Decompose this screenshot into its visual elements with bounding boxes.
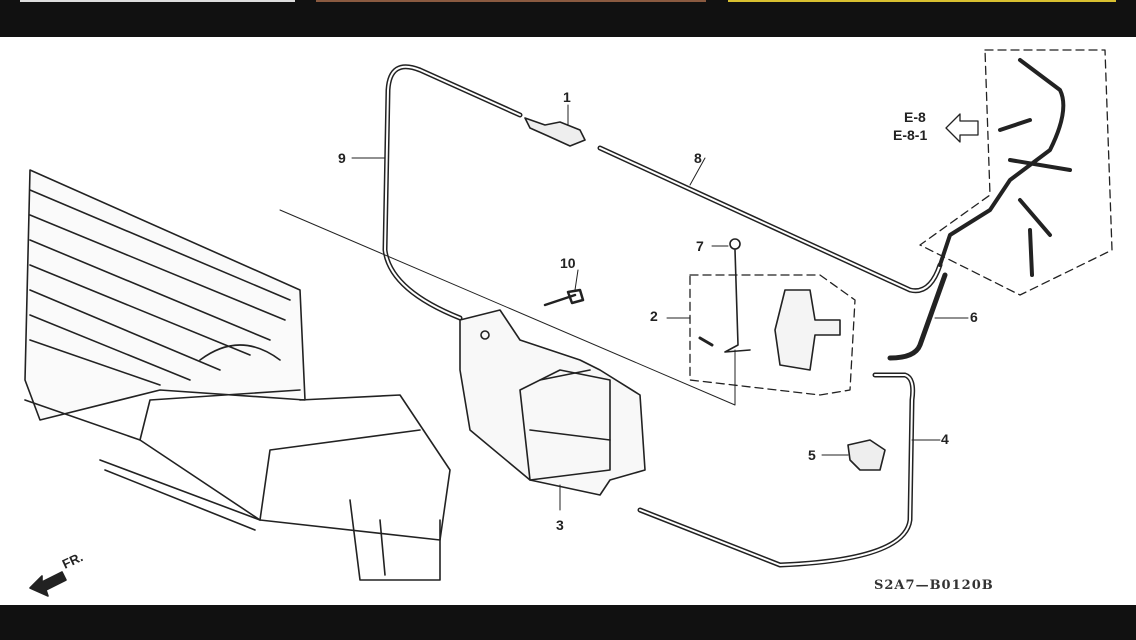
section-ref-e8-1[interactable]: E-8-1 xyxy=(893,127,928,143)
hose-8 xyxy=(597,145,943,294)
charcoal-canister xyxy=(459,309,646,496)
callout-5: 5 xyxy=(808,447,816,463)
hose-9 xyxy=(382,64,523,321)
diagram-drawing xyxy=(24,49,1113,597)
callout-4: 4 xyxy=(941,431,949,447)
thumbnail-strip xyxy=(0,0,1136,2)
check-valve-1 xyxy=(524,117,586,147)
leader-lines xyxy=(279,104,969,511)
clip-5 xyxy=(847,439,886,471)
callout-6: 6 xyxy=(970,309,978,325)
reference-box xyxy=(919,49,1113,296)
bolt-7 xyxy=(729,238,741,250)
callout-1: 1 xyxy=(563,89,571,105)
clip-small xyxy=(698,336,714,347)
callout-9: 9 xyxy=(338,150,346,166)
solenoid-assembly-box xyxy=(689,274,856,396)
purge-solenoid xyxy=(774,289,841,371)
callout-7: 7 xyxy=(696,238,704,254)
parts-diagram: 1 2 3 4 5 6 7 8 9 10 E-8 E-8-1 FR. S2A7—… xyxy=(0,37,1136,605)
hose-6 xyxy=(887,272,948,361)
callout-3: 3 xyxy=(556,517,564,533)
callout-10: 10 xyxy=(560,255,576,271)
diagram-code: S2A7—B0120B xyxy=(874,578,994,593)
arrow-left-icon xyxy=(945,113,979,143)
bolt-10 xyxy=(543,288,585,307)
air-cleaner-housing xyxy=(24,169,451,581)
callout-2: 2 xyxy=(650,308,658,324)
section-ref-e8[interactable]: E-8 xyxy=(904,109,926,125)
callout-8: 8 xyxy=(694,150,702,166)
front-arrow-icon xyxy=(29,571,67,597)
